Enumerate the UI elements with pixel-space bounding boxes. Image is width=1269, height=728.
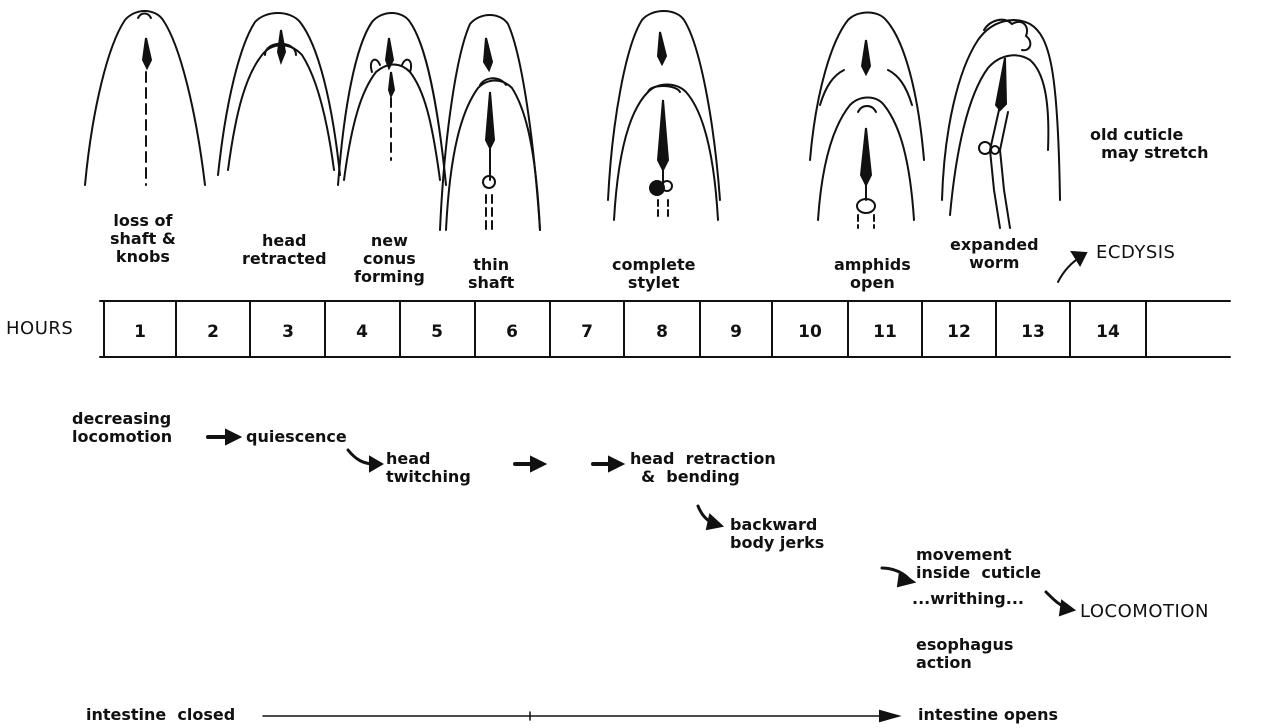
hour-cell-2: 2: [183, 322, 243, 342]
hour-cell-10: 10: [780, 322, 840, 342]
behavior-movement-inside-cuticle: movement inside cuticle: [916, 546, 1041, 582]
head-drawing-1: [85, 11, 205, 185]
hour-cell-9: 9: [706, 322, 766, 342]
hour-cell-6: 6: [482, 322, 542, 342]
hour-cell-8: 8: [632, 322, 692, 342]
hour-cell-14: 14: [1078, 322, 1138, 342]
cuticle-note: old cuticle may stretch: [1090, 126, 1209, 162]
stage-label-complete-stylet: complete stylet: [612, 256, 695, 292]
hours-axis-label: HOURS: [6, 320, 73, 338]
stage-label-loss: loss of shaft & knobs: [110, 212, 176, 266]
hour-cell-5: 5: [407, 322, 467, 342]
behavior-decreasing-locomotion: decreasing locomotion: [72, 410, 172, 446]
head-drawing-6: [810, 13, 924, 229]
head-drawing-4: [440, 15, 540, 230]
head-drawing-2: [218, 13, 340, 175]
head-drawing-5: [608, 11, 720, 220]
hour-cell-7: 7: [557, 322, 617, 342]
stage-label-expanded: expanded worm: [950, 236, 1039, 272]
behavior-quiescence: quiescence: [246, 428, 347, 446]
intestine-opens-label: intestine opens: [918, 706, 1058, 724]
behavior-head-twitching: head twitching: [386, 450, 471, 486]
hour-cell-3: 3: [258, 322, 318, 342]
behavior-locomotion: LOCOMOTION: [1080, 603, 1209, 621]
ecdysis-arrowhead: [1072, 252, 1086, 265]
stage-label-amphids: amphids open: [834, 256, 911, 292]
behavior-head-retraction: head retraction & bending: [630, 450, 776, 486]
head-drawing-3: [338, 13, 446, 185]
hour-cell-4: 4: [332, 322, 392, 342]
behavior-esophagus-action: esophagus action: [916, 636, 1013, 672]
intestine-arrow: [263, 711, 898, 721]
intestine-closed-label: intestine closed: [86, 706, 235, 724]
head-drawing-7: [942, 20, 1060, 228]
stage-label-new-conus: new conus forming: [354, 232, 425, 286]
behavior-writhing: ...writhing...: [912, 590, 1024, 608]
hour-cell-12: 12: [929, 322, 989, 342]
ecdysis-label: ECDYSIS: [1096, 244, 1175, 262]
hour-cell-13: 13: [1003, 322, 1063, 342]
hour-cell-11: 11: [855, 322, 915, 342]
stage-label-head-retracted: head retracted: [242, 232, 327, 268]
hour-cell-1: 1: [110, 322, 170, 342]
behavior-backward-jerks: backward body jerks: [730, 516, 824, 552]
stage-label-thin-shaft: thin shaft: [468, 256, 514, 292]
